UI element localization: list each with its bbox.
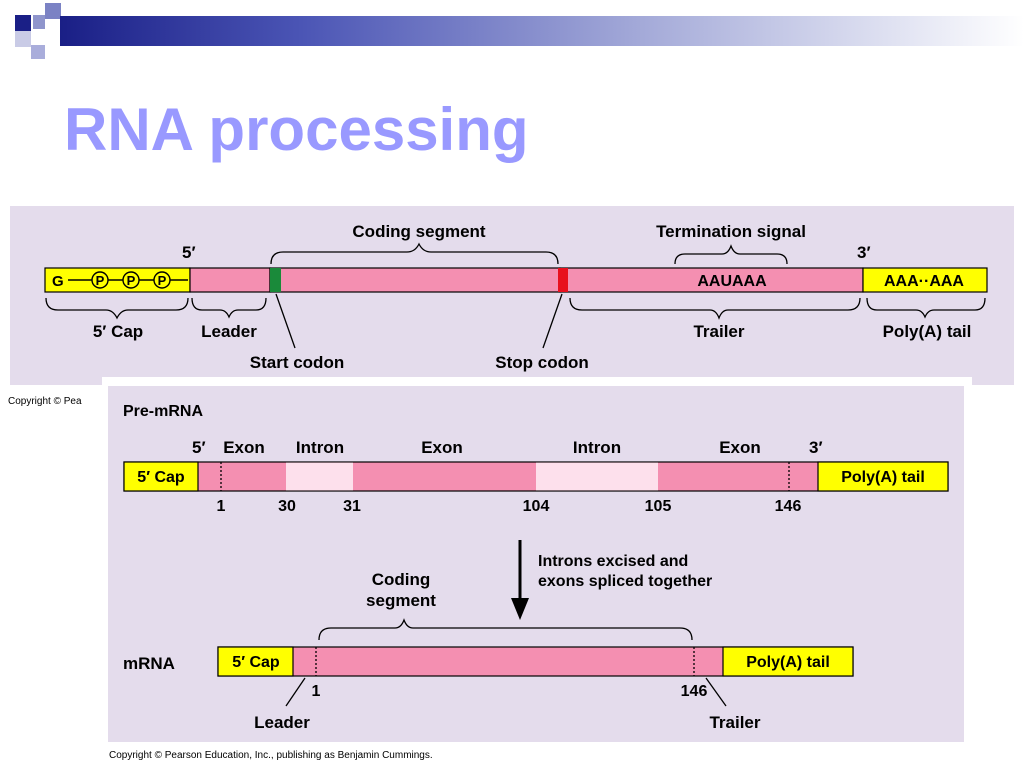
five-prime-label: 5′	[182, 243, 196, 262]
leader-brace	[191, 297, 267, 319]
five-prime-label: 5′	[192, 438, 206, 457]
phosphate-label: P	[96, 273, 105, 288]
coding-segment-label-line1: Coding	[372, 570, 431, 589]
termination-sequence: AAUAAA	[697, 273, 767, 290]
trailer-label: Trailer	[709, 713, 760, 732]
exon-label: Exon	[223, 438, 265, 457]
termination-signal-brace	[674, 244, 788, 265]
polya-region-label: Poly(A) tail	[883, 322, 972, 341]
leader-label: Leader	[254, 713, 310, 732]
copyright-bottom: Copyright © Pearson Education, Inc., pub…	[109, 750, 433, 761]
polya-sequence: AAA··AAA	[884, 273, 964, 290]
top-figure-panel: G P P P 5′ 3′ Coding segment Termination…	[10, 206, 1014, 385]
corner-square-dark	[15, 15, 31, 31]
phosphate-icon	[91, 271, 109, 289]
termination-signal-label: Termination signal	[656, 222, 806, 241]
splicing-note-line2: exons spliced together	[538, 573, 712, 590]
position-label: 104	[523, 498, 550, 515]
trailer-bar	[559, 267, 864, 293]
mrna-cap-label: 5′ Cap	[232, 654, 280, 671]
polya-brace	[866, 297, 986, 319]
start-codon-mark	[270, 268, 281, 292]
exon-label: Exon	[719, 438, 761, 457]
position-label: 1	[217, 498, 226, 515]
corner-square-light	[33, 15, 45, 29]
mrna-polya	[722, 646, 854, 677]
trailer-pointer	[705, 677, 727, 707]
position-label: 30	[278, 498, 296, 515]
trailer-label: Trailer	[693, 322, 744, 341]
start-codon-label: Start codon	[250, 353, 344, 372]
stop-codon-mark	[558, 268, 568, 292]
phosphate-icon	[153, 271, 171, 289]
leader-pointer	[285, 677, 306, 707]
three-prime-label: 3′	[809, 438, 823, 457]
trailer-brace	[569, 297, 861, 320]
stop-codon-pointer	[542, 293, 563, 349]
premrna-polya	[817, 461, 949, 492]
leader-label: Leader	[201, 322, 257, 341]
intron-label: Intron	[296, 438, 344, 457]
coding-segment-label-line2: segment	[366, 591, 436, 610]
stop-codon-label: Stop codon	[495, 353, 588, 372]
premrna-heading: Pre-mRNA	[123, 403, 203, 420]
position-label: 31	[343, 498, 361, 515]
premrna-cap-label: 5′ Cap	[137, 469, 185, 486]
corner-square-soft	[31, 45, 45, 59]
copyright-top: Copyright © Pea	[8, 396, 82, 407]
phosphate-label: P	[158, 273, 167, 288]
mrna-heading: mRNA	[123, 654, 175, 673]
cap-region-label: 5′ Cap	[93, 322, 143, 341]
corner-square-mid	[45, 3, 61, 19]
polya-bar	[862, 267, 988, 293]
splicing-note-line1: Introns excised and	[538, 553, 688, 570]
phosphate-icon	[122, 271, 140, 289]
mrna-structure-diagram: G P P P 5′ 3′ Coding segment Termination…	[44, 222, 988, 372]
intron-segment	[536, 462, 658, 491]
intron-label: Intron	[573, 438, 621, 457]
cap-guanine-label: G	[52, 273, 64, 290]
leader-bar	[189, 267, 271, 293]
mrna-polya-label: Poly(A) tail	[746, 654, 830, 671]
intron-segment	[286, 462, 353, 491]
splicing-diagram: Pre-mRNA 5′ Exon Intron Exon Intron Exon…	[123, 403, 949, 732]
premrna-polya-label: Poly(A) tail	[841, 469, 925, 486]
splicing-arrow-head	[511, 598, 529, 620]
position-label: 105	[645, 498, 672, 515]
coding-segment-brace	[270, 242, 559, 265]
coding-segment-label: Coding segment	[352, 222, 486, 241]
coding-bar	[269, 267, 561, 293]
slide-title: RNA processing	[64, 96, 529, 163]
position-label: 146	[775, 498, 802, 515]
coding-segment-brace	[318, 618, 693, 641]
phosphate-label: P	[127, 273, 136, 288]
mrna-position-label: 146	[681, 683, 708, 700]
title-decor-bar	[60, 16, 1024, 46]
corner-square-pale	[15, 31, 31, 47]
start-codon-pointer	[275, 293, 296, 349]
exon-label: Exon	[421, 438, 463, 457]
three-prime-label: 3′	[857, 243, 871, 262]
cap-region-brace	[45, 297, 189, 320]
bottom-figure-panel: Pre-mRNA 5′ Exon Intron Exon Intron Exon…	[108, 386, 964, 742]
mrna-cap	[217, 646, 294, 677]
mrna-position-label: 1	[312, 683, 321, 700]
premrna-cap	[123, 461, 199, 492]
